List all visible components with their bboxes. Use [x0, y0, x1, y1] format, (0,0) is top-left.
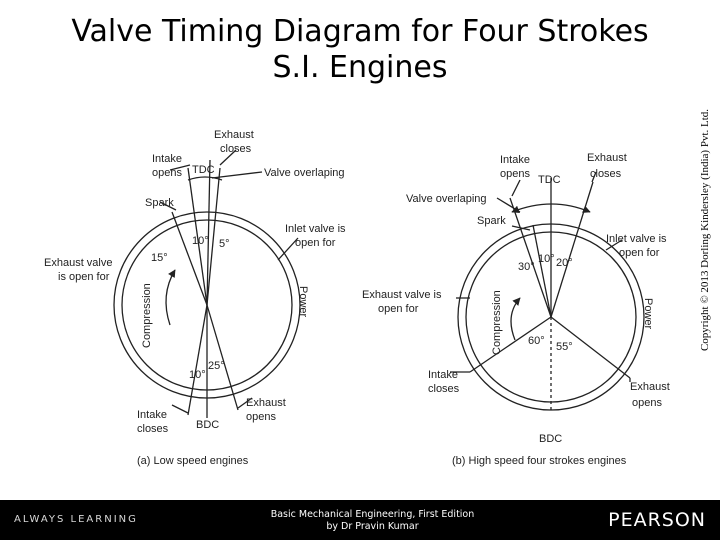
labels-high-speed: TDC BDC Intake opens Exhaust closes Valv… [362, 152, 670, 467]
label-compression-a: Compression [141, 283, 153, 348]
overlap-arc-b [511, 203, 591, 214]
label-tdc-b: TDC [538, 174, 561, 186]
line-spark-b [532, 224, 552, 318]
line-exhaust-open-a [206, 304, 239, 411]
label-intake-opens-a-1: Intake [152, 153, 182, 165]
caption-a: (a) Low speed engines [137, 455, 249, 467]
leader-intake-closes-a [171, 404, 189, 414]
label-intake-closes-b-2: closes [428, 383, 460, 395]
line-exhaust-close-b [550, 181, 594, 318]
angle-intake-close-a: 10° [189, 369, 206, 381]
label-inlet-open-b-1: Inlet valve is [606, 233, 667, 245]
leader-spark-a [159, 201, 177, 211]
label-valve-overlaping-a: Valve overlaping [264, 167, 345, 179]
slide-title-line2: S.I. Engines [272, 50, 448, 85]
leader-valve-overlap-a [211, 171, 263, 179]
book-author: by Dr Pravin Kumar [326, 521, 419, 532]
leader-exhaust-closes-a [219, 149, 237, 166]
rotation-arrow-a [165, 269, 176, 326]
slide-title-line1: Valve Timing Diagram for Four Strokes [71, 14, 649, 49]
label-exhaust-closes-a-1: Exhaust [214, 129, 254, 141]
label-inlet-open-a-1: Inlet valve is [285, 223, 346, 235]
label-intake-opens-b-2: opens [500, 168, 530, 180]
label-intake-opens-a-2: opens [152, 167, 182, 179]
angle-intake-open-a: 10° [192, 235, 209, 247]
valve-timing-diagrams: TDC BDC Intake opens Exhaust closes Valv… [44, 129, 670, 467]
label-inlet-open-a-2: open for [295, 237, 336, 249]
label-exhaust-open-for-a-1: Exhaust valve [44, 257, 112, 269]
label-exhaust-opens-b-1: Exhaust [630, 381, 670, 393]
label-exhaust-opens-b-2: opens [632, 397, 662, 409]
line-intake-close-b [469, 316, 552, 373]
line-intake-close-a [187, 304, 208, 416]
diagram-low-speed [113, 149, 301, 418]
line-exhaust-close-a [206, 167, 221, 306]
angle-spark-b: 10° [538, 253, 555, 265]
label-valve-overlaping-b: Valve overlaping [406, 193, 487, 205]
label-exhaust-open-for-b-2: open for [378, 303, 419, 315]
angle-exhaust-open-b: 55° [556, 341, 573, 353]
leader-inlet-open-a [277, 237, 299, 261]
leader-intake-opens-a [169, 164, 191, 171]
angle-exhaust-open-a: 25° [208, 360, 225, 372]
label-intake-opens-b-1: Intake [500, 154, 530, 166]
leader-exhaust-closes-b [591, 171, 597, 183]
pearson-logo: PEARSON [608, 509, 706, 531]
line-exhaust-open-b [550, 316, 631, 379]
label-spark-b: Spark [477, 215, 506, 227]
label-exhaust-opens-a-1: Exhaust [246, 397, 286, 409]
label-compression-b: Compression [491, 290, 503, 355]
footer-tagline: ALWAYS LEARNING [14, 514, 138, 525]
leader-intake-opens-b [511, 179, 521, 197]
label-tdc-a: TDC [192, 164, 215, 176]
leader-exhaust-opens-a [237, 397, 253, 409]
label-exhaust-closes-b-2: closes [590, 168, 622, 180]
footer-bar: ALWAYS LEARNING Basic Mechanical Enginee… [0, 500, 720, 540]
label-spark-a: Spark [145, 197, 174, 209]
label-power-b: Power [642, 298, 654, 330]
book-title: Basic Mechanical Engineering, First Edit… [270, 509, 475, 520]
copyright-notice: Copyright © 2013 Dorling Kindersley (Ind… [697, 95, 713, 365]
label-exhaust-opens-a-2: opens [246, 411, 276, 423]
angle-intake-close-b: 60° [528, 335, 545, 347]
leader-spark-b [511, 225, 531, 231]
angle-exhaust-close-b: 20° [556, 257, 573, 269]
label-intake-closes-b-1: Intake [428, 369, 458, 381]
label-exhaust-open-for-b-1: Exhaust valve is [362, 289, 442, 301]
labels-low-speed: TDC BDC Intake opens Exhaust closes Valv… [44, 129, 346, 467]
label-intake-closes-a-1: Intake [137, 409, 167, 421]
angle-intake-open-b: 30° [518, 261, 535, 273]
line-intake-open-b [509, 197, 552, 318]
label-bdc-a: BDC [196, 419, 219, 431]
label-exhaust-closes-b-1: Exhaust [587, 152, 627, 164]
leader-inlet-open-b [605, 239, 623, 251]
caption-b: (b) High speed four strokes engines [452, 455, 627, 467]
rotation-arrow-b [510, 297, 521, 341]
angle-spark-a: 15° [151, 252, 168, 264]
angle-exhaust-close-a: 5° [219, 238, 230, 250]
line-tdc-a [206, 159, 211, 306]
line-intake-open-a [187, 167, 208, 306]
label-exhaust-open-for-a-2: is open for [58, 271, 110, 283]
copyright-text: Copyright © 2013 Dorling Kindersley (Ind… [699, 108, 711, 352]
label-bdc-b: BDC [539, 433, 562, 445]
label-inlet-open-b-2: open for [619, 247, 660, 259]
label-exhaust-closes-a-2: closes [220, 143, 252, 155]
slide-title: Valve Timing Diagram for Four Strokes S.… [0, 14, 720, 86]
line-spark-a [171, 211, 208, 306]
label-intake-closes-a-2: closes [137, 423, 169, 435]
footer-book-credit: Basic Mechanical Engineering, First Edit… [230, 509, 515, 533]
diagram-high-speed [450, 171, 645, 411]
overlap-arc-a [187, 176, 223, 181]
label-power-a: Power [297, 286, 309, 318]
